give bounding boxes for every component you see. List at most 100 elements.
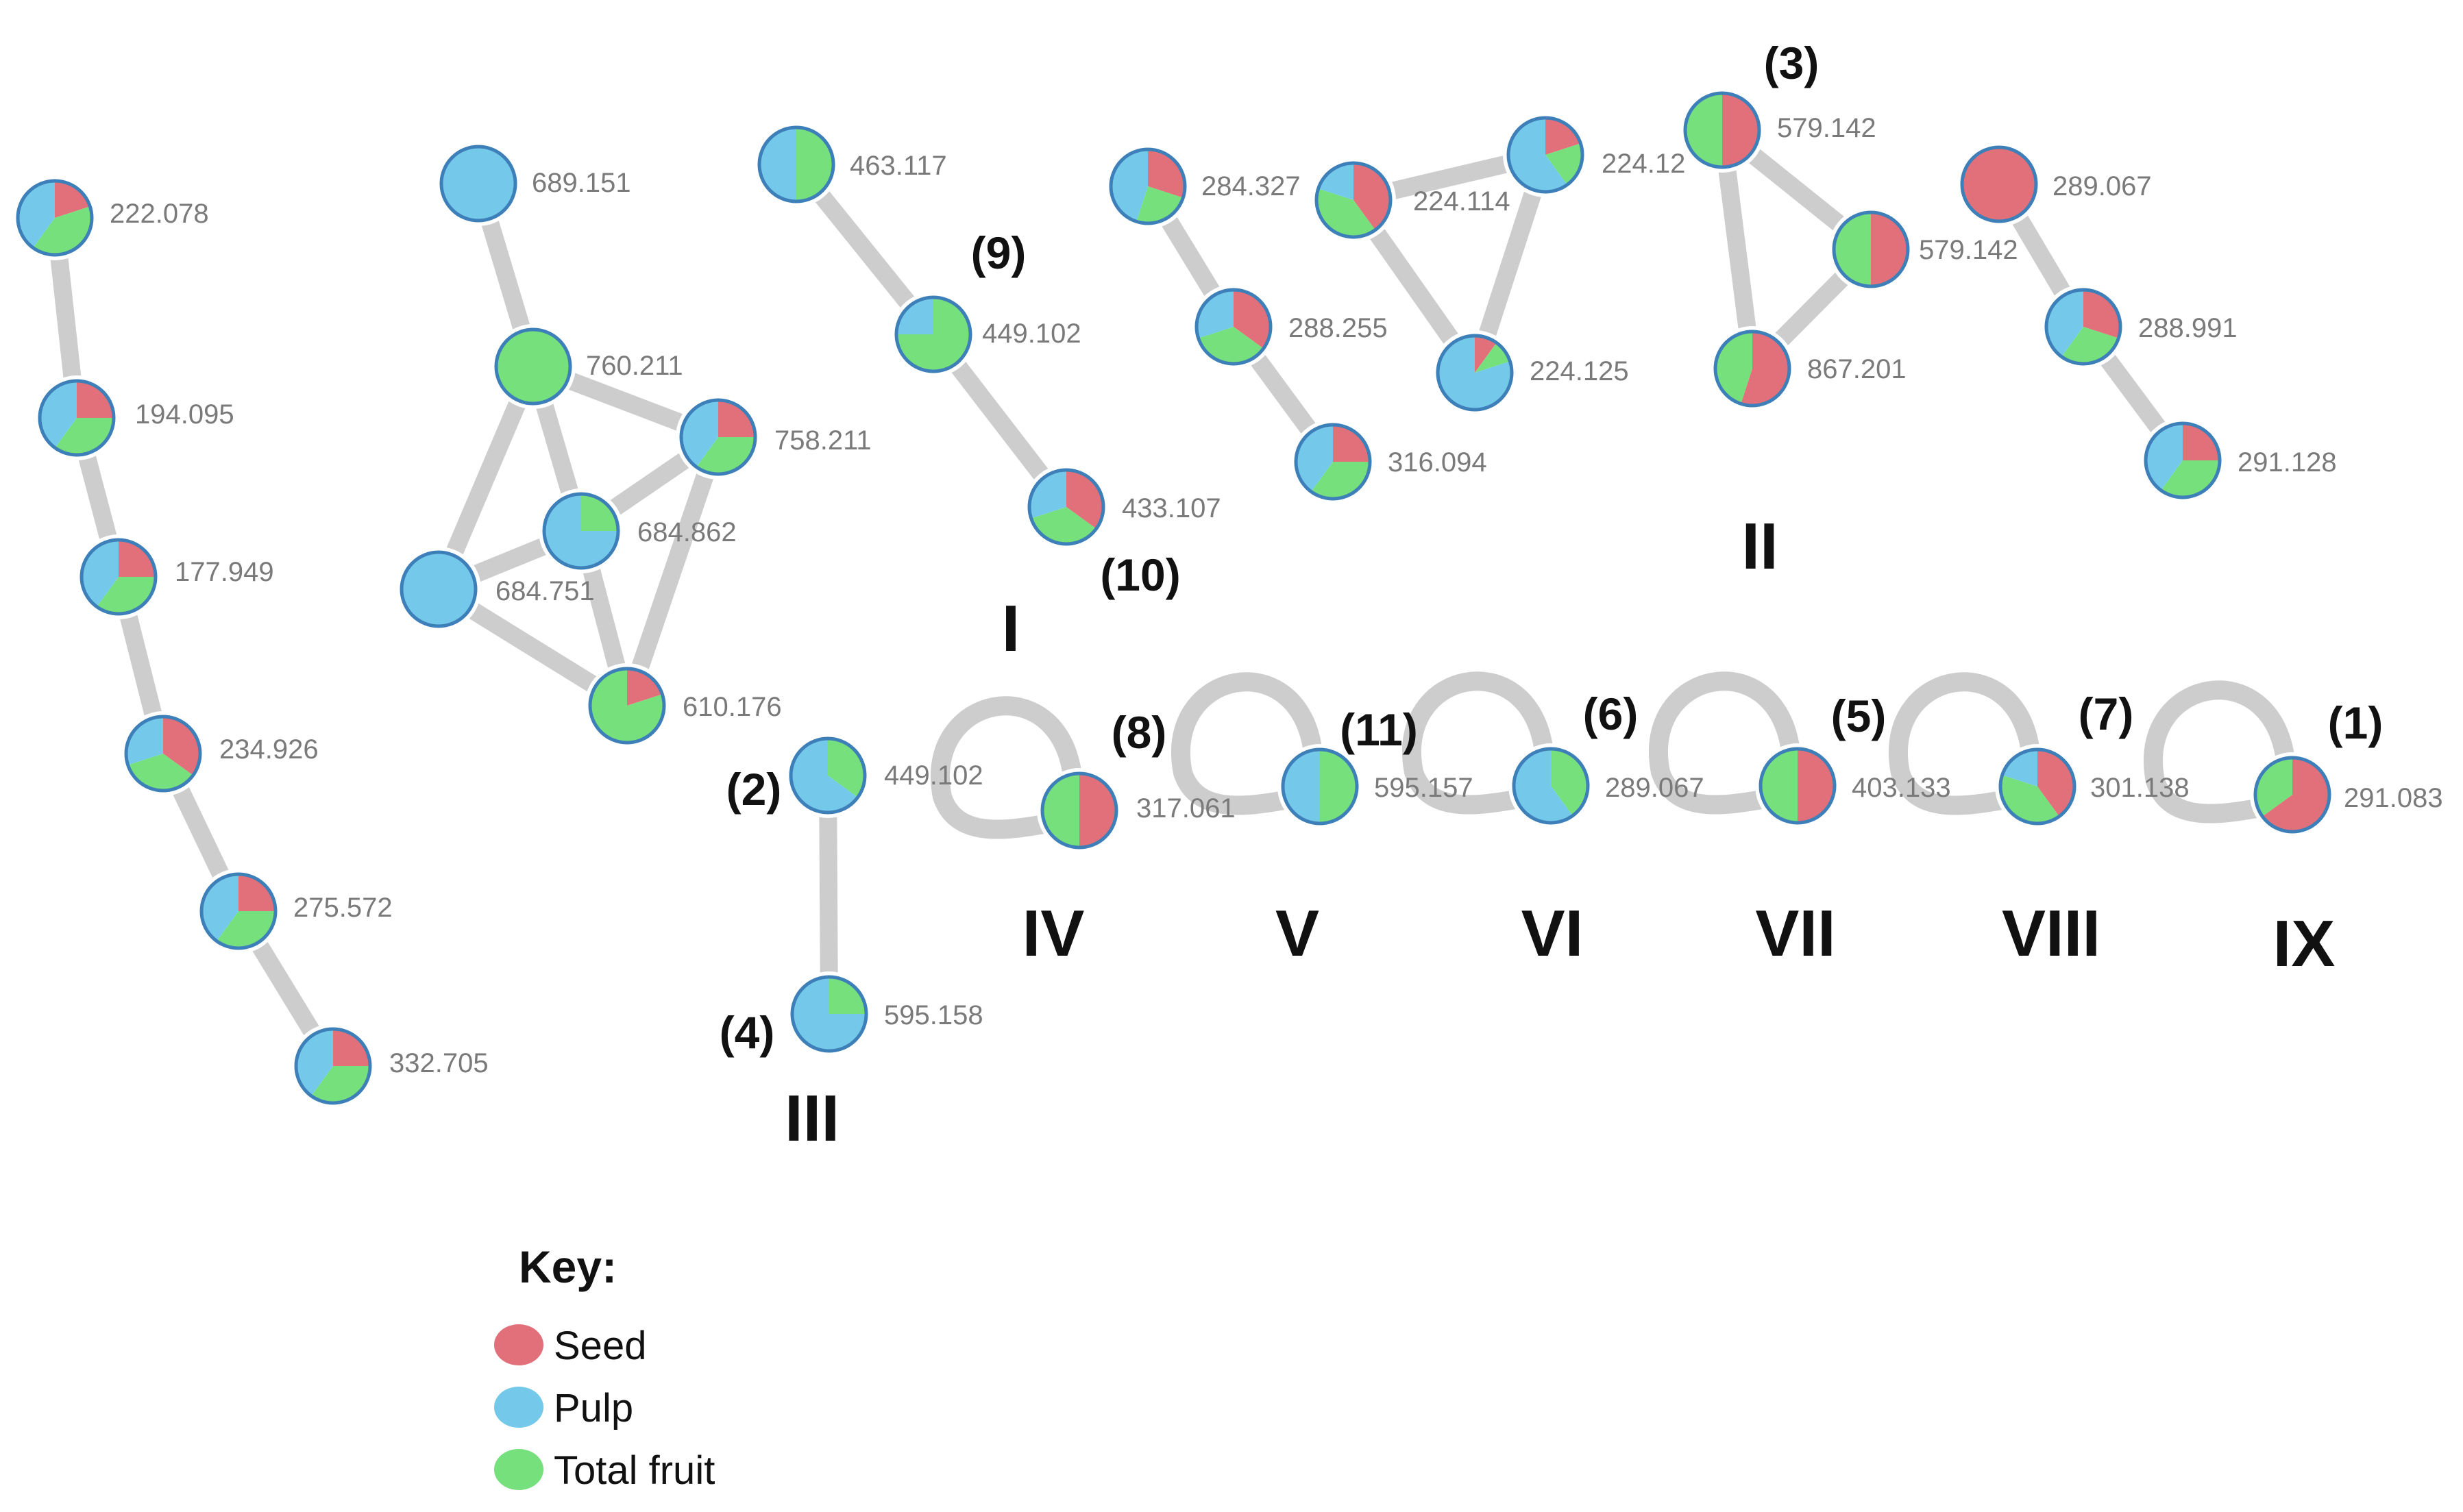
- pie-slice-pulp: [2146, 423, 2183, 491]
- pie-slice-pulp: [759, 127, 796, 201]
- node-outline: [789, 736, 867, 815]
- pie-node-a5: [196, 869, 281, 954]
- pie-slice-pulp: [201, 874, 238, 941]
- pie-node-a3: [76, 534, 161, 619]
- pie-slice-total: [1551, 749, 1588, 816]
- annotation-2: (2): [726, 764, 782, 815]
- pie-node-s4: [1037, 768, 1122, 853]
- node-outline: [542, 492, 620, 570]
- node-label-b1: 689.151: [532, 168, 631, 198]
- node-outline: [1512, 747, 1590, 825]
- pie-node-g2: [2041, 284, 2126, 369]
- node-outline: [400, 550, 478, 628]
- pie-slice-total: [1320, 749, 1357, 823]
- cluster-label-v: V: [1275, 897, 1319, 970]
- pie-slice-seed: [238, 874, 275, 911]
- annotation-8: (8): [1112, 707, 1167, 758]
- pie-slice-pulp: [1110, 149, 1148, 222]
- pie-slice-total: [590, 669, 664, 743]
- pie-slice-seed: [1079, 773, 1116, 847]
- pie-node-h1: [785, 733, 870, 818]
- node-outline: [1436, 334, 1514, 412]
- pie-slice-seed: [77, 381, 114, 418]
- cluster-label-ii: II: [1741, 510, 1778, 583]
- pie-slice-pulp: [792, 977, 866, 1051]
- pie-node-b5: [396, 547, 481, 632]
- legend: Key: Seed Pulp Total fruit: [494, 1241, 715, 1493]
- pie-slice-seed: [2183, 423, 2220, 460]
- node-label-s4: 317.061: [1136, 793, 1236, 823]
- node-label-a5: 275.572: [293, 893, 393, 923]
- annotation-3: (3): [1764, 38, 1819, 88]
- node-label-b5: 684.751: [495, 576, 595, 606]
- pie-slice-total: [1715, 332, 1752, 404]
- pie-node-f3: [1710, 326, 1795, 411]
- pie-slice-pulp: [1029, 470, 1066, 519]
- node-outline: [124, 715, 202, 793]
- pie-slice-pulp: [2002, 749, 2037, 786]
- pie-slice-pulp: [681, 400, 718, 467]
- node-outline: [2253, 756, 2331, 834]
- node-label-d3: 316.094: [1388, 447, 1487, 478]
- cluster-label-ix: IX: [2273, 907, 2336, 980]
- node-outline: [1960, 145, 2038, 223]
- pie-slice-seed: [1871, 212, 1908, 286]
- pie-slice-pulp: [1514, 749, 1573, 823]
- annotation-9: (9): [971, 227, 1027, 278]
- node-label-d2: 288.255: [1288, 313, 1388, 343]
- pie-slice-seed: [119, 540, 156, 577]
- node-label-h1: 449.102: [884, 760, 983, 791]
- pie-node-s8: [1995, 744, 2080, 829]
- node-label-g2: 288.991: [2138, 313, 2238, 343]
- pie-node-b4: [539, 488, 624, 573]
- node-label-a6: 332.705: [389, 1048, 489, 1078]
- node-label-g1: 289.067: [2052, 171, 2152, 201]
- node-label-b2: 760.211: [586, 351, 683, 381]
- node-outline: [2044, 288, 2122, 366]
- pie-slice-seed: [718, 400, 755, 437]
- node-outline: [2144, 421, 2222, 499]
- node-outline: [1040, 771, 1118, 850]
- node-outline: [294, 1027, 372, 1105]
- node-outline: [679, 398, 757, 476]
- pie-slice-total: [1316, 188, 1375, 237]
- pie-slice-seed: [333, 1029, 370, 1066]
- node-label-h2: 595.158: [884, 1000, 983, 1030]
- pie-slice-pulp: [1196, 290, 1234, 338]
- node-outline: [1998, 747, 2076, 826]
- pie-slice-seed: [627, 669, 663, 706]
- pie-slice-pulp: [1283, 749, 1320, 823]
- pie-slice-seed: [1741, 332, 1789, 406]
- pie-slice-pulp: [1296, 425, 1333, 492]
- legend-label-total-fruit: Total fruit: [554, 1448, 715, 1493]
- pie-node-c1: [754, 122, 839, 207]
- pie-node-s5: [1277, 744, 1362, 829]
- legend-swatch-total-fruit: [494, 1449, 543, 1490]
- legend-item-seed: Seed: [494, 1324, 646, 1368]
- pie-slice-total: [1031, 507, 1096, 544]
- pie-node-b6: [585, 663, 670, 748]
- self-loop-s9: [2144, 680, 2295, 823]
- node-outline: [894, 295, 972, 373]
- pie-slice-pulp: [1437, 336, 1512, 410]
- cluster-label-iii: III: [785, 1082, 840, 1155]
- node-outline: [1109, 147, 1187, 225]
- node-outline: [199, 872, 278, 950]
- node-label-c1: 463.117: [850, 151, 947, 181]
- pie-slice-pulp: [81, 540, 119, 607]
- legend-item-pulp: Pulp: [494, 1386, 633, 1430]
- pie-slice-seed: [1545, 118, 1581, 155]
- pie-slice-total: [2061, 327, 2119, 364]
- node-outline: [1759, 747, 1837, 825]
- node-label-g3: 291.128: [2238, 447, 2337, 478]
- node-label-a1: 222.078: [110, 199, 209, 229]
- pie-slice-total: [127, 754, 193, 791]
- pie-slice-pulp: [39, 381, 77, 448]
- pie-node-d2: [1191, 284, 1276, 369]
- node-label-b3: 758.211: [774, 425, 872, 456]
- legend-item-total-fruit: Total fruit: [494, 1448, 715, 1493]
- pie-slice-seed: [1475, 336, 1497, 373]
- pie-node-d1: [1105, 144, 1190, 229]
- pie-slice-seed: [1798, 749, 1835, 823]
